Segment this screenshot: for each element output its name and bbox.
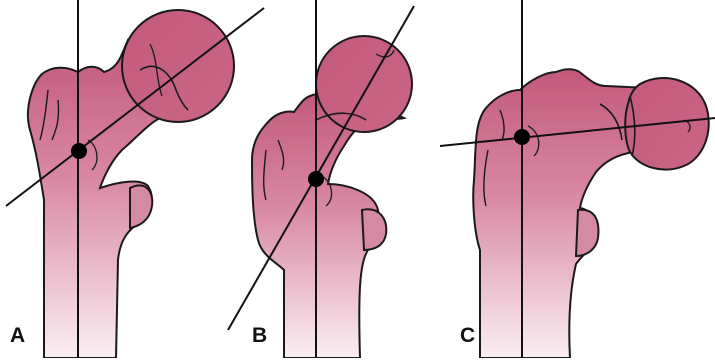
panel-b xyxy=(228,0,414,358)
femoral-head-b xyxy=(316,36,412,132)
center-point-b xyxy=(308,171,324,187)
panel-label-c: C xyxy=(460,325,475,346)
center-point-c xyxy=(514,129,530,145)
lesser-trochanter-b xyxy=(362,209,386,250)
center-point-a xyxy=(71,143,87,159)
panel-label-b: B xyxy=(252,325,267,346)
panel-label-a: A xyxy=(10,325,25,346)
lesser-trochanter-a xyxy=(130,185,152,228)
panel-a xyxy=(6,0,264,358)
lesser-trochanter-c xyxy=(576,210,598,256)
panel-c xyxy=(440,0,715,358)
